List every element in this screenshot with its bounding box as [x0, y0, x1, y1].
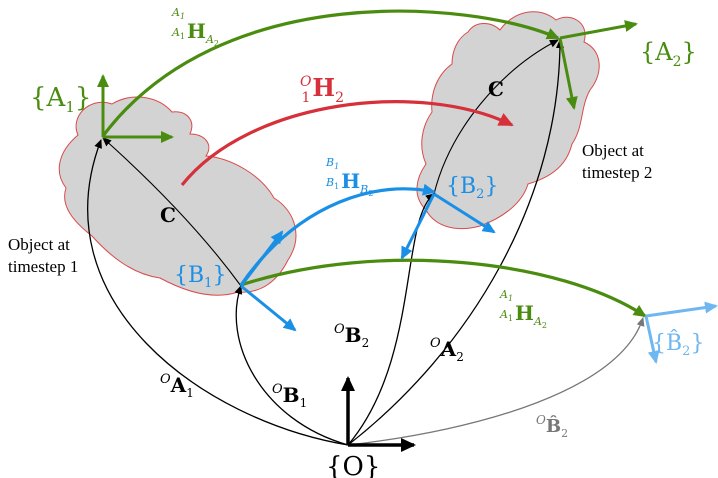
frame-B2-down-axis: [400, 193, 436, 260]
point-C2-to-A2-line: [433, 39, 559, 195]
transform-A1-A2-top-arrow: [101, 9, 560, 137]
caption-timestep2-line1: Object at: [582, 141, 644, 160]
vector-OB2hat-label: OB̂2: [536, 413, 568, 440]
frame-A2-label: {A2}: [640, 38, 697, 70]
transform-A1-A2-bottom-label-sup: A1: [499, 288, 513, 303]
caption-timestep1-line1: Object at: [8, 235, 70, 254]
vector-OB2-curve: [347, 193, 435, 446]
point-C1-to-A1-line: [102, 137, 242, 287]
vector-OB1-label: OB1: [272, 382, 307, 410]
frame-A2-x-axis: [559, 20, 638, 40]
transform-A1-A2-top-label-sup: A1: [171, 6, 185, 21]
frame-A1-label: {A1}: [30, 83, 91, 116]
frame-O-label: {O}: [326, 452, 380, 478]
frame-B1-label: {B1}: [174, 263, 226, 291]
vector-OB2hat-curve: [347, 317, 645, 446]
frame-B2-right-axis: [433, 192, 496, 234]
frame-B2hat-x-axis: [645, 301, 718, 318]
object-timestep2-blob: [416, 11, 600, 230]
frame-B2-label: {B2}: [446, 174, 498, 202]
vector-OB1-curve: [234, 285, 349, 446]
vector-OA1-label: OA1: [160, 372, 194, 400]
transform-A1-A2-bottom-arrow: [240, 258, 647, 318]
object-timestep1-blob: [58, 96, 297, 296]
vector-OA2-label: OA2: [430, 336, 464, 364]
point-C1-label: C: [160, 203, 176, 227]
transform-B1-B2-label-sup: B1: [325, 156, 339, 171]
vector-OB2-label: OB2: [334, 322, 369, 350]
caption-timestep1-line2: timestep 1: [8, 257, 78, 276]
frame-B1-up-axis: [239, 230, 284, 287]
frame-B1-down-axis: [240, 284, 297, 332]
transform-O-H-red-arrow: [180, 100, 514, 187]
frame-B2hat-y-axis: [644, 315, 660, 364]
frame-B2hat-label: {B̂2}: [652, 330, 704, 359]
frame-A2-y-axis: [558, 37, 578, 110]
point-C2-label: C: [488, 77, 504, 101]
vector-OA1-curve: [87, 139, 349, 446]
caption-timestep2-line2: timestep 2: [582, 163, 652, 182]
